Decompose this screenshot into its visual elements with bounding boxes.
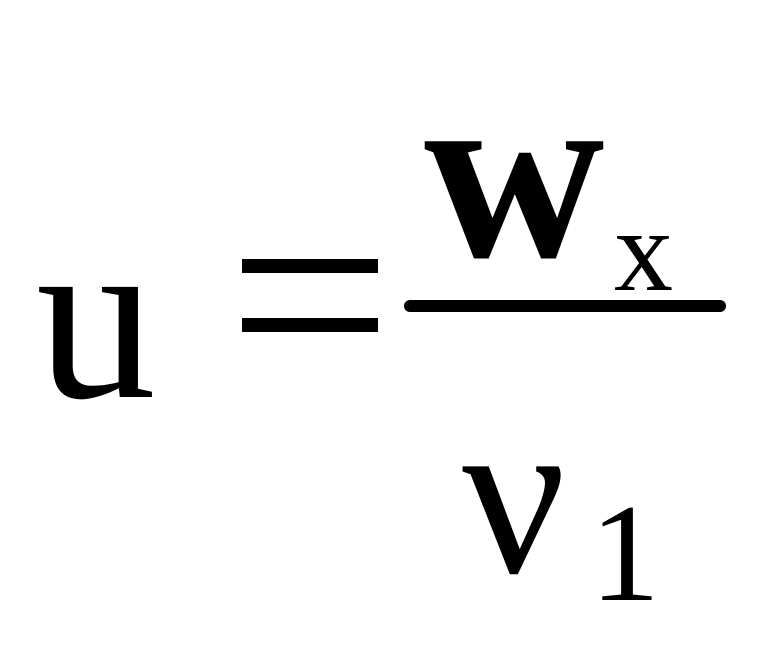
- numerator-subscript: x: [614, 185, 673, 316]
- equals-bar-bottom: [242, 318, 378, 332]
- numerator-base: w: [424, 34, 605, 311]
- denominator-base: ν: [462, 367, 566, 622]
- denominator-subscript: 1: [590, 476, 660, 631]
- fraction-bar: [404, 300, 726, 312]
- lhs-variable: u: [36, 183, 156, 449]
- equals-bar-top: [242, 259, 378, 273]
